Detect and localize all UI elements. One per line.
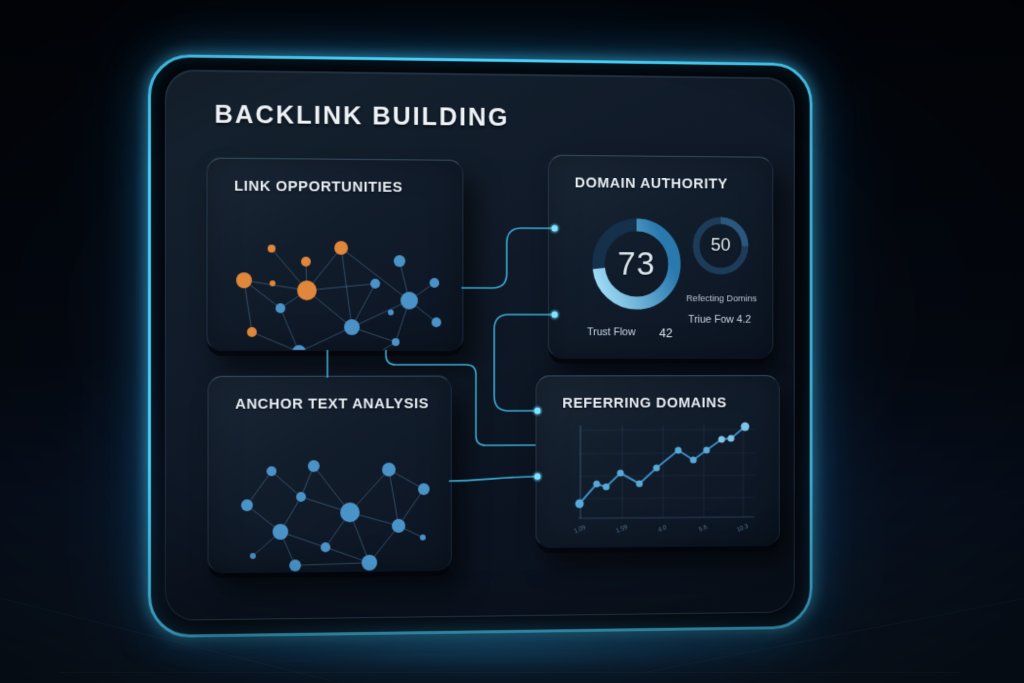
floor-seam	[60, 672, 960, 673]
svg-text:4.0: 4.0	[657, 524, 668, 534]
card-anchor-text-analysis: ANCHOR TEXT ANALYSIS	[207, 375, 452, 574]
card-domain-authority: DOMAIN AUTHORITY 73 50 Refecting Domins …	[547, 154, 774, 359]
trust-flow-label: Trust Flow	[587, 326, 636, 339]
card-link-opportunities: LINK OPPORTUNITIES	[206, 157, 464, 351]
domain-authority-value: 73	[617, 244, 656, 283]
secondary-gauge-caption: Refecting Domins	[686, 293, 757, 305]
link-network-graph	[236, 240, 442, 350]
card-referring-domains: REFERRING DOMAINS 1.09 1.59 4.0 5.6 10.3	[535, 375, 780, 549]
card-title-domain-authority: DOMAIN AUTHORITY	[574, 174, 728, 193]
secondary-gauge-value: 50	[710, 235, 731, 256]
panel-floor-reflection	[120, 610, 860, 680]
trust-flow-value: 42	[659, 326, 673, 341]
backlink-dashboard-panel: BACKLINK BUILDING LINK OPPORTUNITIES DOM…	[148, 54, 813, 638]
domain-authority-gauge: 73	[579, 205, 693, 323]
anchor-network-graph	[241, 460, 430, 572]
page-title: BACKLINK BUILDING	[214, 98, 510, 132]
svg-text:5.6: 5.6	[698, 524, 709, 534]
svg-text:1.09: 1.09	[573, 524, 587, 535]
secondary-gauge-subcaption: Triue Fow 4.2	[688, 313, 752, 326]
trust-flow-row: Trust Flow 42	[587, 326, 729, 340]
svg-text:1.59: 1.59	[615, 524, 629, 535]
svg-text:10.3: 10.3	[736, 523, 750, 534]
card-title-referring-domains: REFERRING DOMAINS	[562, 394, 727, 412]
secondary-gauge: 50	[688, 212, 754, 280]
referring-domains-line-chart: 1.09 1.59 4.0 5.6 10.3	[573, 422, 766, 535]
